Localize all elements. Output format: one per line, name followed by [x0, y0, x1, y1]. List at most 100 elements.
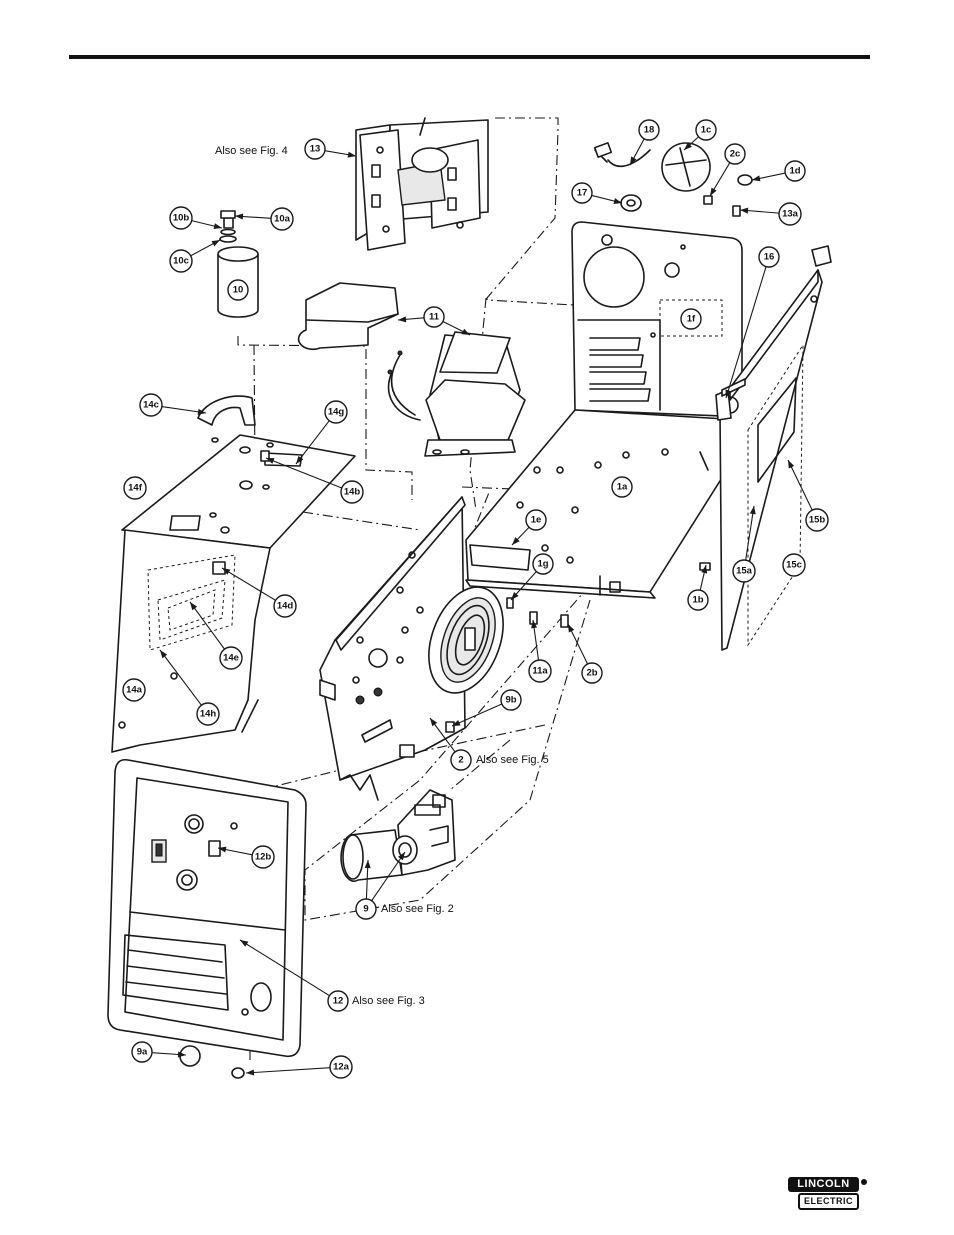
- callout-1c: 1c: [696, 120, 716, 140]
- callout-1e: 1e: [526, 510, 546, 530]
- callout-14g: 14g: [325, 401, 347, 423]
- callout-label: 15a: [736, 566, 753, 577]
- callout-2b: 2b: [582, 663, 602, 683]
- callout-label: 16: [764, 252, 775, 263]
- callout-10b: 10b: [170, 207, 192, 229]
- capacitor-10: [218, 211, 258, 317]
- callout-label: 10b: [173, 213, 190, 224]
- callout-2c: 2c: [725, 144, 745, 164]
- callout-14e: 14e: [220, 647, 242, 669]
- callout-label: 9: [363, 904, 368, 915]
- leader-line: [788, 460, 812, 510]
- registered-mark-icon: [861, 1179, 867, 1185]
- callout-label: 14e: [223, 653, 239, 664]
- callout-label: 10c: [173, 256, 189, 267]
- arrowhead-icon: [788, 460, 794, 469]
- callout-label: 14g: [328, 407, 345, 418]
- callout-label: 10: [233, 285, 244, 296]
- callout-label: 12: [333, 996, 344, 1007]
- callout-label: 12b: [255, 852, 272, 863]
- callout-15b: 15b: [806, 509, 828, 531]
- callout-10: 10: [228, 280, 248, 300]
- callout-label: 1g: [537, 559, 548, 570]
- callout-12a: 12a: [330, 1056, 352, 1078]
- callout-10a: 10a: [271, 208, 293, 230]
- callout-1b: 1b: [688, 590, 708, 610]
- callout-label: 9b: [505, 695, 516, 706]
- note-fig4: Also see Fig. 4: [215, 145, 288, 157]
- arrowhead-icon: [752, 175, 760, 181]
- callout-9a: 9a: [132, 1042, 152, 1062]
- callout-14f: 14f: [124, 477, 146, 499]
- arrowhead-icon: [214, 223, 222, 229]
- callout-label: 14c: [143, 400, 159, 411]
- callout-label: 11a: [532, 666, 548, 677]
- callout-label: 14b: [344, 487, 361, 498]
- arrowhead-icon: [710, 188, 717, 196]
- callout-label: 1c: [701, 125, 712, 136]
- callout-label: 2: [458, 755, 463, 766]
- note-fig5: Also see Fig. 5: [476, 754, 549, 766]
- arrowhead-icon: [212, 240, 220, 246]
- callout-15a: 15a: [733, 560, 755, 582]
- callout-9b: 9b: [501, 690, 521, 710]
- callout-15c: 15c: [783, 554, 805, 576]
- callout-label: 1d: [789, 166, 800, 177]
- note-fig2: Also see Fig. 2: [381, 903, 454, 915]
- callout-16: 16: [759, 247, 779, 267]
- bracket-assembly-13: [356, 118, 488, 250]
- callout-1f: 1f: [681, 309, 701, 329]
- lincoln-electric-logo: LINCOLN ELECTRIC: [788, 1177, 867, 1209]
- callout-10c: 10c: [170, 250, 192, 272]
- logo-bottom-text: ELECTRIC: [798, 1193, 859, 1210]
- callout-label: 10a: [274, 214, 291, 225]
- arrowhead-icon: [462, 329, 470, 335]
- callout-label: 1b: [692, 595, 703, 606]
- callout-label: 17: [577, 188, 588, 199]
- callout-2: 2: [451, 750, 471, 770]
- callout-14h: 14h: [197, 703, 219, 725]
- callout-1d: 1d: [785, 161, 805, 181]
- callout-label: 2c: [730, 149, 741, 160]
- callout-14b: 14b: [341, 481, 363, 503]
- callout-label: 1a: [617, 482, 628, 493]
- callout-1g: 1g: [533, 554, 553, 574]
- reactor-11: [299, 283, 525, 456]
- callout-label: 11: [429, 312, 440, 323]
- drive-motor-9: [341, 790, 455, 881]
- callout-label: 9a: [137, 1047, 148, 1058]
- callout-label: 15c: [786, 560, 802, 571]
- callout-12: 12: [328, 991, 348, 1011]
- arrowhead-icon: [568, 624, 574, 633]
- arrowhead-icon: [235, 214, 243, 220]
- callout-14d: 14d: [274, 595, 296, 617]
- arrowhead-icon: [246, 1070, 254, 1076]
- callout-11: 11: [424, 307, 444, 327]
- note-fig3: Also see Fig. 3: [352, 995, 425, 1007]
- callout-12b: 12b: [252, 846, 274, 868]
- callout-11a: 11a: [529, 660, 551, 682]
- arrowhead-icon: [398, 316, 406, 322]
- callout-9: 9: [356, 899, 376, 919]
- callout-13: 13: [305, 139, 325, 159]
- top-cover-14: [122, 396, 355, 548]
- callout-label: 14a: [126, 685, 143, 696]
- logo-top-text: LINCOLN: [788, 1177, 859, 1192]
- callout-17: 17: [572, 183, 592, 203]
- callout-label: 12a: [333, 1062, 350, 1073]
- callout-label: 14h: [200, 709, 217, 720]
- left-side-panel-14a: [112, 530, 270, 752]
- callout-13a: 13a: [779, 203, 801, 225]
- leader-line: [246, 1068, 330, 1073]
- callout-label: 2b: [586, 668, 597, 679]
- callout-label: 13: [310, 144, 321, 155]
- arrowhead-icon: [348, 152, 356, 158]
- callout-14a: 14a: [123, 679, 145, 701]
- callout-18: 18: [639, 120, 659, 140]
- front-panel-12: [108, 760, 306, 1078]
- callout-label: 1e: [531, 515, 542, 526]
- callout-label: 18: [644, 125, 655, 136]
- callout-label: 14f: [128, 483, 143, 494]
- callout-label: 15b: [809, 515, 826, 526]
